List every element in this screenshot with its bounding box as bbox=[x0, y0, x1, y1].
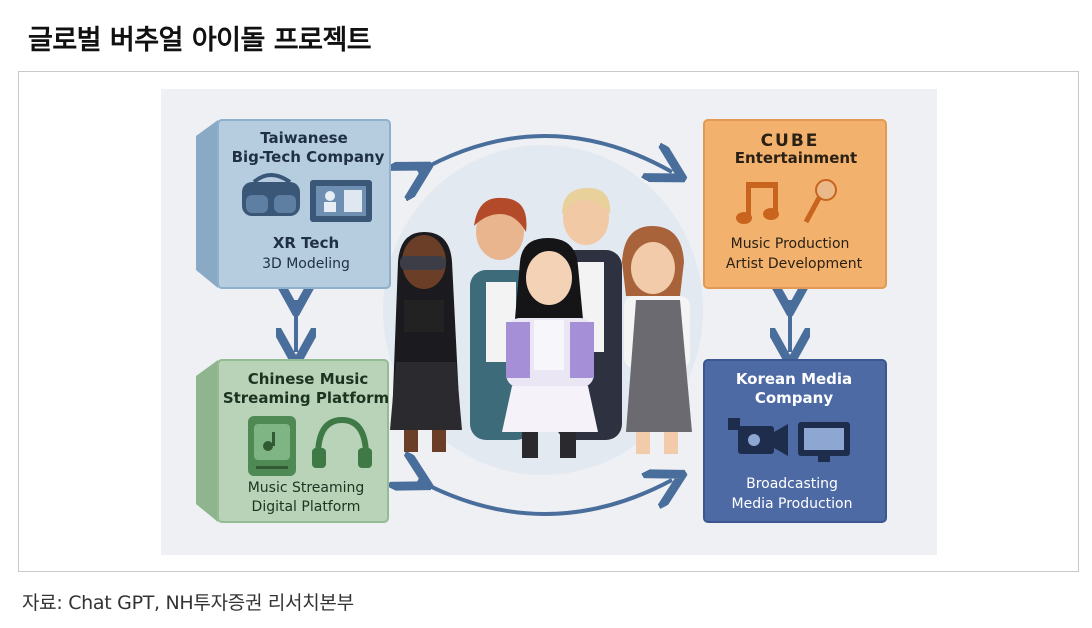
china-title-1: Chinese Music bbox=[248, 370, 369, 388]
monitor-icon bbox=[798, 422, 850, 462]
page-title: 글로벌 버추얼 아이돌 프로젝트 bbox=[28, 25, 372, 56]
source-note: 자료: Chat GPT, NH투자증권 리서치본부 bbox=[22, 592, 354, 614]
idol-center-girl bbox=[502, 238, 598, 458]
china-title-2: Streaming Platform bbox=[223, 389, 389, 407]
node-korean-media-company: Korean Media Company Broadcasting Media … bbox=[703, 359, 887, 523]
node-taiwanese-bigtech: Taiwanese Big-Tech Company XR Tech 3D Mo… bbox=[196, 119, 391, 289]
taiwan-title-2: Big-Tech Company bbox=[232, 148, 385, 166]
music-note-icon bbox=[736, 182, 779, 224]
headphones-icon bbox=[312, 416, 372, 468]
idol-brownhair-girl bbox=[622, 226, 692, 454]
cube-title: Entertainment bbox=[735, 149, 857, 167]
korea-desc-1: Broadcasting bbox=[746, 476, 838, 492]
taiwan-desc-1: XR Tech bbox=[273, 234, 339, 252]
node-chinese-music-platform: Chinese Music Streaming Platform Music S… bbox=[196, 359, 389, 523]
video-camera-icon bbox=[728, 418, 788, 456]
cube-logo: CUBE bbox=[761, 131, 820, 151]
virtual-idol-group-illustration bbox=[390, 188, 692, 458]
korea-title-2: Company bbox=[755, 389, 833, 407]
arrow-top bbox=[418, 134, 672, 172]
microphone-icon bbox=[803, 179, 837, 224]
taiwan-title-1: Taiwanese bbox=[260, 129, 348, 147]
taiwan-desc-2: 3D Modeling bbox=[262, 256, 350, 272]
virtual-presenter-icon bbox=[310, 180, 372, 222]
china-desc-2: Digital Platform bbox=[252, 499, 361, 515]
idol-vr-girl bbox=[390, 232, 462, 452]
korea-desc-2: Media Production bbox=[732, 496, 853, 512]
korea-title-1: Korean Media bbox=[736, 370, 852, 388]
china-desc-1: Music Streaming bbox=[248, 480, 365, 496]
music-app-icon bbox=[248, 416, 296, 476]
node-cube-entertainment: CUBE Entertainment Music Production Arti… bbox=[703, 119, 887, 289]
vr-headset-icon bbox=[242, 173, 300, 216]
cube-desc-1: Music Production bbox=[731, 236, 850, 252]
arrow-bottom bbox=[418, 480, 672, 516]
cube-desc-2: Artist Development bbox=[726, 256, 863, 272]
